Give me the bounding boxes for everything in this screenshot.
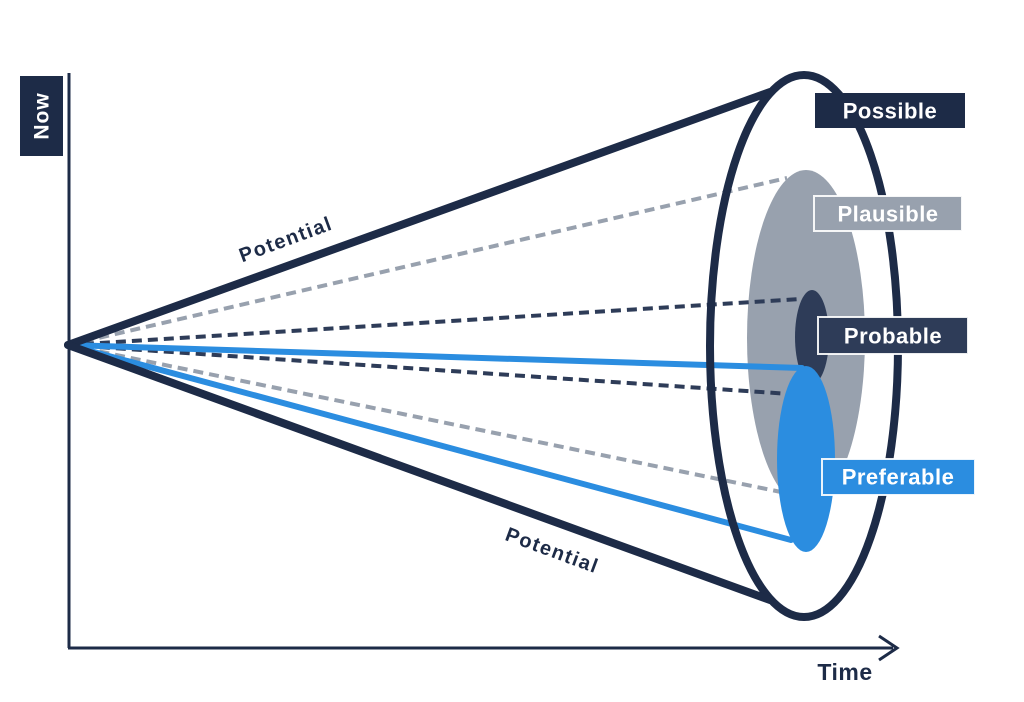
- probable-box-rect: [817, 316, 969, 355]
- potential-upper-label: Potential: [236, 213, 336, 267]
- plausible-label: Plausible: [837, 202, 938, 227]
- preferable-ellipse: [777, 366, 835, 552]
- cone-lower-edge: [64, 341, 774, 604]
- plausible-box-rect: [813, 195, 963, 232]
- cone-upper-edge: [64, 88, 774, 349]
- possible-label-box: Possible: [815, 93, 965, 128]
- possible-label: Possible: [843, 99, 937, 124]
- probable-ellipse: [795, 290, 829, 384]
- now-tag-box: [20, 76, 63, 156]
- preferable-label-box: Preferable: [821, 458, 976, 496]
- possible-box-rect: [815, 93, 965, 128]
- now-axis-tag: Now: [20, 76, 63, 156]
- x-axis-arrowhead-icon: [878, 634, 900, 662]
- x-axis-label: Time: [817, 659, 872, 685]
- probable-label: Probable: [844, 324, 942, 349]
- probable-label-box: Probable: [817, 316, 969, 355]
- plausible-lower-dashed-line: [67, 343, 782, 494]
- probable-upper-dashed-line: [67, 297, 802, 347]
- plausible-upper-dashed-line: [67, 176, 788, 347]
- plausible-label-box: Plausible: [813, 195, 963, 232]
- preferable-label: Preferable: [842, 465, 955, 490]
- preferable-upper-line: [65, 342, 805, 371]
- y-axis-label: Now: [31, 92, 54, 139]
- preferable-box-rect: [821, 458, 976, 496]
- preferable-lower-line: [65, 342, 794, 543]
- probable-lower-dashed-line: [67, 343, 791, 396]
